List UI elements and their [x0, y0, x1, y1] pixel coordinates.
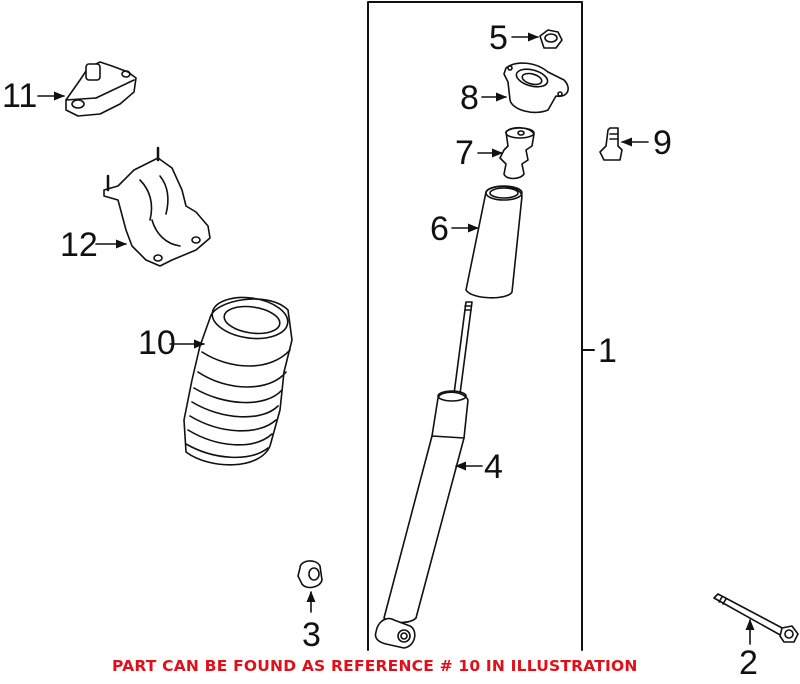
callout-9[interactable]: 9 — [653, 124, 672, 162]
callout-4[interactable]: 4 — [484, 448, 503, 486]
reference-note: PART CAN BE FOUND AS REFERENCE # 10 IN I… — [112, 657, 638, 675]
part-2-bolt-icon — [713, 593, 799, 645]
callout-10[interactable]: 10 — [138, 324, 176, 362]
assembly-bracket-box — [367, 1, 595, 651]
callout-8[interactable]: 8 — [460, 79, 479, 117]
callout-11[interactable]: 11 — [2, 77, 38, 115]
callout-7[interactable]: 7 — [455, 134, 474, 172]
part-6-dust-cover-icon — [451, 185, 523, 299]
callout-5[interactable]: 5 — [489, 19, 508, 57]
part-11-mount-bracket-icon — [37, 61, 137, 117]
part-4-shock-absorber-icon — [374, 301, 483, 649]
callout-3[interactable]: 3 — [302, 616, 321, 654]
callout-1[interactable]: 1 — [598, 332, 617, 370]
callout-6[interactable]: 6 — [430, 210, 449, 248]
part-12-bracket-icon — [95, 146, 211, 267]
callout-12[interactable]: 12 — [60, 226, 98, 264]
part-9-bolt-icon — [599, 127, 649, 161]
part-7-bump-stop-icon — [477, 126, 535, 180]
part-8-upper-mount-icon — [481, 62, 569, 114]
part-10-bellows-boot-icon — [169, 296, 293, 466]
part-3-nut-icon — [297, 560, 323, 613]
callout-2[interactable]: 2 — [739, 644, 758, 682]
part-5-nut-icon — [511, 29, 563, 49]
